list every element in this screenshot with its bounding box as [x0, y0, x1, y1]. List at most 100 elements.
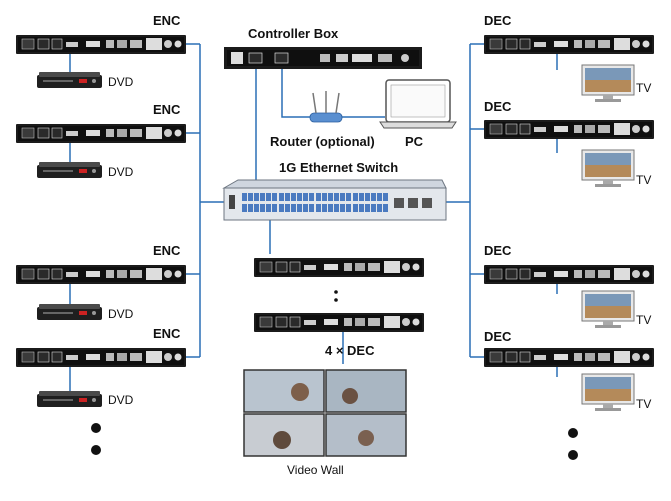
dec2-tv-icon [581, 149, 635, 188]
dec4-tv-label: TV [636, 397, 651, 411]
switch-port [383, 193, 388, 201]
enc2-dvd-label: DVD [108, 165, 134, 179]
switch-port [377, 204, 382, 212]
dec3-tv-icon [581, 290, 635, 329]
controller-box [224, 47, 422, 69]
switch-port [359, 204, 364, 212]
switch-port [322, 204, 327, 212]
switch-port [353, 204, 358, 212]
pc-icon [379, 79, 457, 129]
switch-port [334, 193, 339, 201]
switch-port [353, 193, 358, 201]
switch-port [328, 193, 333, 201]
switch-port [340, 193, 345, 201]
more-dec-dot-1 [568, 428, 578, 438]
dec4-label: DEC [484, 329, 512, 344]
pc-label: PC [405, 134, 424, 149]
more-enc-dot-1 [91, 423, 101, 433]
switch-port [346, 204, 351, 212]
enc1-unit [15, 34, 187, 55]
dec1-unit [483, 34, 655, 55]
enc4-dvd-icon [37, 391, 102, 407]
enc2-unit [15, 123, 187, 144]
switch-port [291, 193, 296, 201]
enc3-unit [15, 264, 187, 285]
enc1-dvd-icon [37, 72, 102, 88]
enc3-dvd-label: DVD [108, 307, 134, 321]
switch-port [297, 204, 302, 212]
dec2-label: DEC [484, 99, 512, 114]
enc1-label: ENC [153, 13, 181, 28]
switch-port [371, 204, 376, 212]
controller-to-router-wire [281, 62, 312, 118]
switch-label: 1G Ethernet Switch [279, 160, 398, 175]
dec4-unit [483, 347, 655, 368]
enc3-dvd-icon [37, 304, 102, 320]
switch-port [328, 204, 333, 212]
wall-dec-4-unit [253, 312, 425, 333]
dec1-label: DEC [484, 13, 512, 28]
switch-port [254, 193, 259, 201]
enc2-label: ENC [153, 102, 181, 117]
switch-port [260, 193, 265, 201]
dec2-unit [483, 119, 655, 140]
switch-port [266, 193, 271, 201]
switch-port [260, 204, 265, 212]
wall-dec-1-unit [253, 257, 425, 278]
ethernet-switch [222, 179, 447, 221]
switch-port [371, 193, 376, 201]
dec3-tv-label: TV [636, 313, 651, 327]
router-icon [309, 91, 343, 123]
switch-port [303, 204, 308, 212]
switch-port [359, 193, 364, 201]
enc4-unit [15, 347, 187, 368]
video-wall-label: Video Wall [287, 463, 344, 477]
switch-port [272, 204, 277, 212]
switch-port [316, 193, 321, 201]
switch-port [316, 204, 321, 212]
wall-dec-ellipsis-dot-2 [334, 298, 338, 302]
dec3-label: DEC [484, 243, 512, 258]
switch-port [309, 204, 314, 212]
switch-port [242, 204, 247, 212]
switch-port [272, 193, 277, 201]
switch-port [340, 204, 345, 212]
switch-port [285, 193, 290, 201]
switch-port [334, 204, 339, 212]
video-wall [243, 369, 407, 457]
switch-port [285, 204, 290, 212]
dec4-tv-icon [581, 373, 635, 412]
controller-box-label: Controller Box [248, 26, 339, 41]
more-dec-dot-2 [568, 450, 578, 460]
dec3-unit [483, 264, 655, 285]
switch-port [377, 193, 382, 201]
enc1-dvd-label: DVD [108, 75, 134, 89]
switch-port [383, 204, 388, 212]
enc3-label: ENC [153, 243, 181, 258]
router-label: Router (optional) [270, 134, 375, 149]
switch-port [297, 193, 302, 201]
switch-port [266, 204, 271, 212]
enc4-dvd-label: DVD [108, 393, 134, 407]
dec-count-label: 4 × DEC [325, 343, 375, 358]
switch-port [303, 193, 308, 201]
switch-port [248, 204, 253, 212]
switch-port [279, 193, 284, 201]
switch-port [248, 193, 253, 201]
switch-port [365, 193, 370, 201]
switch-port [309, 193, 314, 201]
switch-port [365, 204, 370, 212]
wall-dec-ellipsis-dot-1 [334, 290, 338, 294]
switch-port [279, 204, 284, 212]
dec2-tv-label: TV [636, 173, 651, 187]
switch-port [291, 204, 296, 212]
dec1-tv-label: TV [636, 81, 651, 95]
switch-port [346, 193, 351, 201]
enc2-dvd-icon [37, 162, 102, 178]
switch-port [242, 193, 247, 201]
switch-port [254, 204, 259, 212]
dec1-tv-icon [581, 64, 635, 103]
switch-port [322, 193, 327, 201]
more-enc-dot-2 [91, 445, 101, 455]
